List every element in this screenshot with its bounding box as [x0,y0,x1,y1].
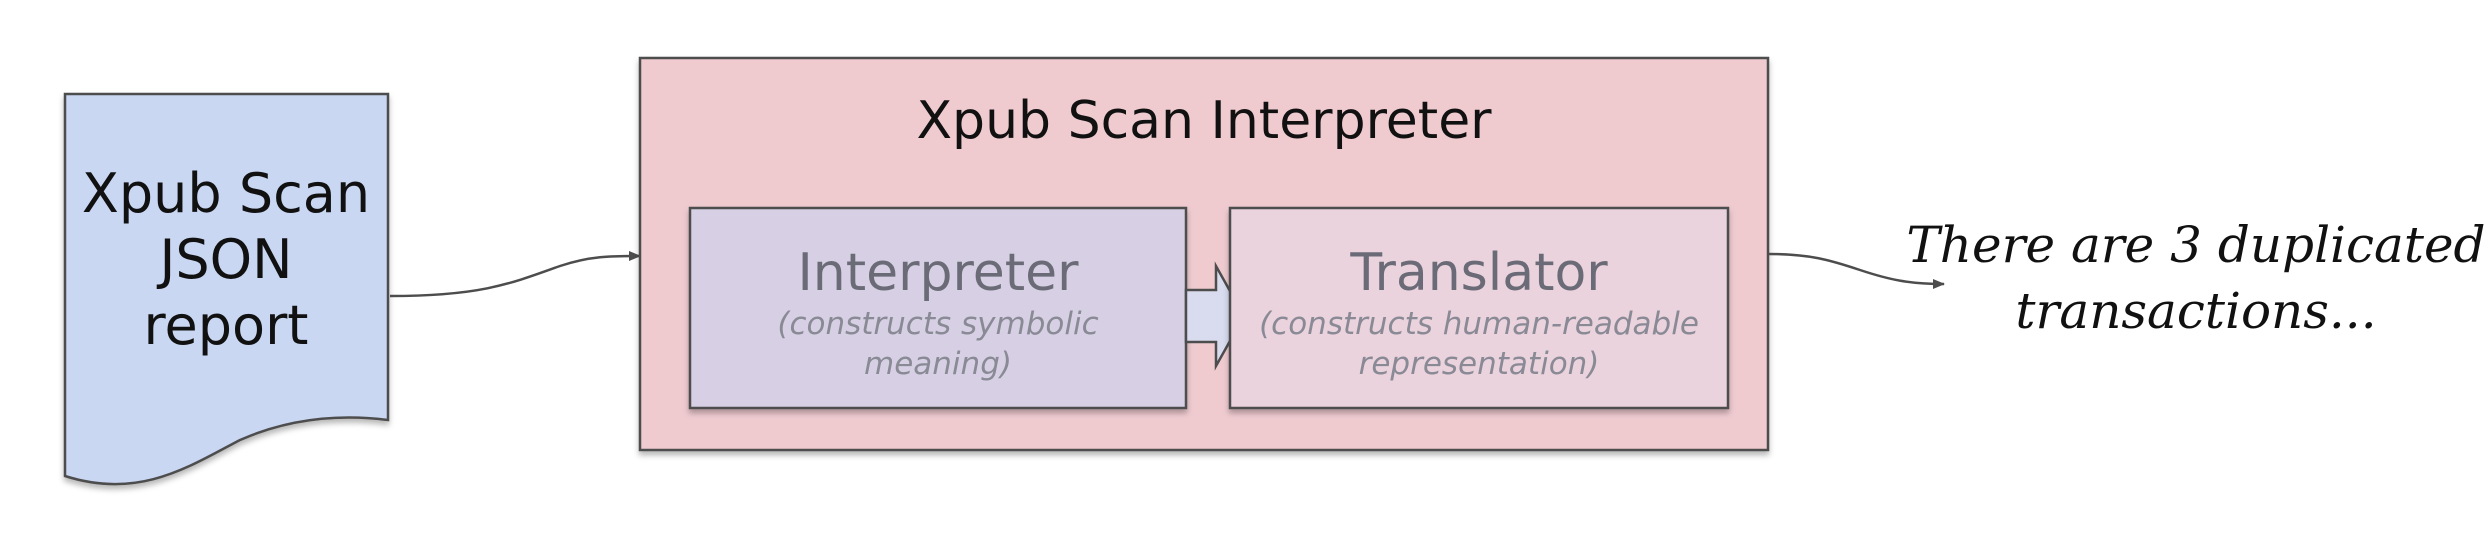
interpreter-stage-title: Interpreter [797,243,1079,303]
output-connector-arrow [1767,252,1945,289]
document-label-line-2: JSON [156,228,292,291]
interpreter-system-title: Xpub Scan Interpreter [916,91,1492,151]
interpreter-stage-subtitle-line-2: meaning) [864,346,1012,382]
document-label-line-3: report [144,294,309,357]
output-text-line-2: transactions... [2015,282,2376,340]
translator-stage-title: Translator [1349,243,1608,303]
translator-stage-subtitle-line-1: (constructs human-readable [1259,306,1699,342]
document-label-line-1: Xpub Scan [82,162,370,225]
translator-stage-subtitle-line-2: representation) [1359,346,1600,382]
input-connector-arrow [389,251,641,298]
interpreter-stage-subtitle-line-1: (constructs symbolic [777,306,1098,342]
document-shape [63,92,390,486]
interpreter-stage-box [688,206,1188,410]
output-text-line-1: There are 3 duplicated [1906,216,2485,274]
translator-stage-box [1228,206,1730,410]
